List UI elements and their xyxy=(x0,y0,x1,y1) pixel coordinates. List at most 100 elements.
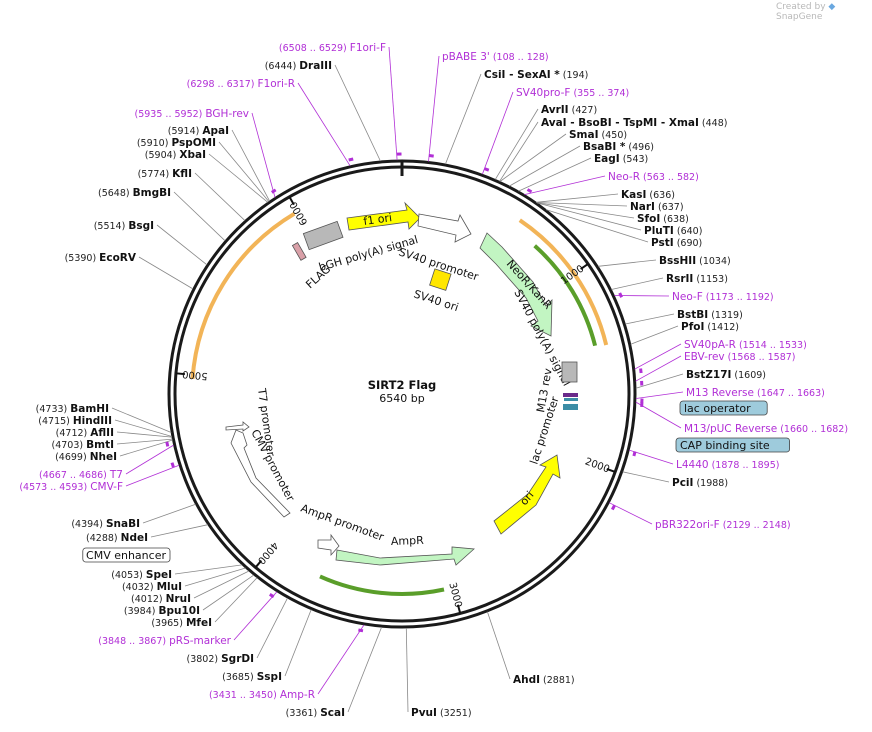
enzyme-label[interactable]: SfoI (638) xyxy=(637,213,689,225)
enzyme-leader xyxy=(142,503,196,524)
boxed-feature-label[interactable]: CMV enhancer xyxy=(82,547,171,563)
primer-label[interactable]: Neo-F (1173 .. 1192) xyxy=(672,291,774,303)
primer-label[interactable]: L4440 (1878 .. 1895) xyxy=(676,459,779,471)
enzyme-label[interactable]: AvrII (427) xyxy=(541,104,597,116)
enzyme-label[interactable]: (4288) NdeI xyxy=(86,532,148,544)
flag-box[interactable] xyxy=(291,242,307,261)
enzyme-label[interactable]: (5910) PspOMI xyxy=(137,137,216,149)
neor-kanr-arrow[interactable] xyxy=(479,232,553,337)
enzyme-label[interactable]: PciI (1988) xyxy=(672,477,728,489)
enzyme-leader xyxy=(114,419,173,437)
enzyme-label[interactable]: (4712) AflII xyxy=(56,427,114,439)
enzyme-label[interactable]: (5514) BsgI xyxy=(94,220,154,232)
enzyme-position: (690) xyxy=(674,238,703,249)
sv40-ori-box[interactable] xyxy=(429,268,452,291)
lac-operator-box[interactable] xyxy=(564,398,578,401)
enzyme-label[interactable]: (4699) NheI xyxy=(55,451,117,463)
enzyme-leader xyxy=(334,64,381,162)
t7-promoter-arrow[interactable] xyxy=(225,421,250,432)
enzyme-label[interactable]: BstZ17I (1609) xyxy=(686,369,766,381)
ori-arrow[interactable] xyxy=(493,454,561,535)
primer-label[interactable]: Neo-R (563 .. 582) xyxy=(608,171,699,183)
ampr-arrow[interactable] xyxy=(335,546,475,566)
enzyme-label[interactable]: CsiI - SexAI * (194) xyxy=(484,69,588,81)
enzyme-label[interactable]: BstBI (1319) xyxy=(677,309,743,321)
primer-range: (1514 .. 1533) xyxy=(736,340,807,351)
enzyme-label[interactable]: (3802) SgrDI xyxy=(187,653,255,665)
enzyme-label[interactable]: PfoI (1412) xyxy=(681,321,739,333)
enzyme-label[interactable]: (5904) XbaI xyxy=(145,149,206,161)
primer-label[interactable]: (4667 .. 4686) T7 xyxy=(39,469,123,481)
primer-label[interactable]: SV40pA-R (1514 .. 1533) xyxy=(684,339,807,351)
primer-leader xyxy=(317,624,365,695)
enzyme-label[interactable]: AhdI (2881) xyxy=(513,674,575,686)
enzyme-label[interactable]: (4733) BamHI xyxy=(36,403,109,415)
cmv-promoter-arrow[interactable] xyxy=(230,429,291,518)
primer-label[interactable]: SV40pro-F (355 .. 374) xyxy=(516,87,629,99)
enzyme-label[interactable]: (3685) SspI xyxy=(222,671,282,683)
snapgene-logo-icon: ◆ xyxy=(828,2,836,12)
enzyme-leader xyxy=(536,202,628,207)
sv40-promoter-arrow[interactable] xyxy=(417,213,472,243)
primer-label[interactable]: pBABE 3' (108 .. 128) xyxy=(442,51,549,63)
enzyme-name: MfeI xyxy=(186,617,212,629)
enzyme-label[interactable]: (3361) ScaI xyxy=(286,707,345,719)
enzyme-leader xyxy=(611,277,664,290)
enzyme-label[interactable]: AvaI - BsoBI - TspMI - XmaI (448) xyxy=(541,117,727,129)
bgh-polya-box[interactable] xyxy=(302,220,344,251)
primer-label[interactable]: (3848 .. 3867) pRS-marker xyxy=(98,635,231,647)
enzyme-position: (640) xyxy=(674,226,703,237)
f1-ori-label: f1 ori xyxy=(363,211,393,228)
enzyme-position: (5910) xyxy=(137,138,172,149)
enzyme-label[interactable]: RsrII (1153) xyxy=(666,273,728,285)
enzyme-label[interactable]: NarI (637) xyxy=(630,201,684,213)
enzyme-label[interactable]: (4053) SpeI xyxy=(111,569,172,581)
enzyme-label[interactable]: (4012) NruI xyxy=(131,593,191,605)
enzyme-name: AhdI xyxy=(513,674,540,686)
enzyme-label[interactable]: (4032) MluI xyxy=(122,581,182,593)
primer-label[interactable]: (6298 .. 6317) F1ori-R xyxy=(187,78,295,90)
enzyme-position: (1412) xyxy=(704,322,739,333)
enzyme-label[interactable]: (4715) HindIII xyxy=(38,415,112,427)
ampr-promoter-arrow[interactable] xyxy=(317,533,340,557)
primer-leader xyxy=(635,391,684,399)
boxed-feature-label[interactable]: CAP binding site xyxy=(675,437,790,453)
enzyme-position: (448) xyxy=(699,118,728,129)
enzyme-label[interactable]: (6444) DraIII xyxy=(265,60,332,72)
enzyme-label[interactable]: BsaBI * (496) xyxy=(583,141,654,153)
primer-label[interactable]: (3431 .. 3450) Amp-R xyxy=(209,689,315,701)
enzyme-label[interactable]: BssHII (1034) xyxy=(659,255,731,267)
enzyme-label[interactable]: KasI (636) xyxy=(621,189,675,201)
enzyme-label[interactable]: (5648) BmgBI xyxy=(98,187,171,199)
primer-label[interactable]: pBR322ori-F (2129 .. 2148) xyxy=(655,519,791,531)
enzyme-label[interactable]: PluTI (640) xyxy=(644,225,702,237)
enzyme-label[interactable]: EagI (543) xyxy=(594,153,648,165)
primer-label[interactable]: M13/pUC Reverse (1660 .. 1682) xyxy=(684,423,848,435)
primer-label[interactable]: (4573 .. 4593) CMV-F xyxy=(19,481,123,493)
m13-rev-box[interactable] xyxy=(563,393,578,397)
enzyme-label[interactable]: (4394) SnaBI xyxy=(71,518,140,530)
f1-ori-arrow[interactable] xyxy=(346,201,421,231)
primer-leader xyxy=(482,91,514,175)
enzyme-label[interactable]: (4703) BmtI xyxy=(52,439,114,451)
primer-label[interactable]: (6508 .. 6529) F1ori-F xyxy=(279,42,386,54)
enzyme-name: PspOMI xyxy=(171,137,216,149)
primer-label[interactable]: (5935 .. 5952) BGH-rev xyxy=(135,108,249,120)
enzyme-label[interactable]: (5774) KflI xyxy=(138,168,192,180)
enzyme-label[interactable]: (5914) ApaI xyxy=(168,125,229,137)
enzyme-label[interactable]: (3965) MfeI xyxy=(151,617,212,629)
primer-range: (108 .. 128) xyxy=(490,52,549,63)
primer-range: (3431 .. 3450) xyxy=(209,690,280,701)
sv40-polya-box[interactable] xyxy=(561,361,578,383)
enzyme-label[interactable]: SmaI (450) xyxy=(569,129,627,141)
enzyme-position: (3251) xyxy=(437,708,472,719)
cap-site-box[interactable] xyxy=(563,404,578,410)
primer-range: (1660 .. 1682) xyxy=(777,424,848,435)
enzyme-label[interactable]: PvuI (3251) xyxy=(411,707,472,719)
primer-label[interactable]: M13 Reverse (1647 .. 1663) xyxy=(686,387,825,399)
enzyme-label[interactable]: (5390) EcoRV xyxy=(65,252,137,264)
boxed-feature-label[interactable]: lac operator xyxy=(679,400,768,416)
enzyme-label[interactable]: (3984) Bpu10I xyxy=(124,605,200,617)
primer-label[interactable]: EBV-rev (1568 .. 1587) xyxy=(684,351,796,363)
enzyme-label[interactable]: PstI (690) xyxy=(651,237,702,249)
